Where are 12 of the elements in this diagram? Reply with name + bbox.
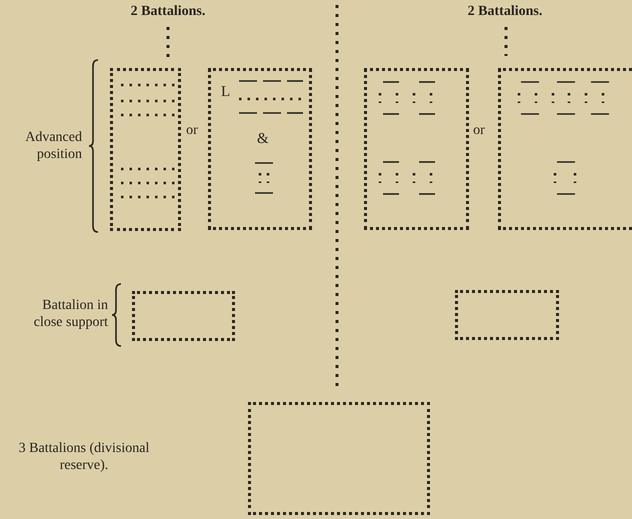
formation-box bbox=[455, 290, 559, 340]
caption-text: 2 Battalions. bbox=[130, 3, 206, 20]
caption-text: or bbox=[472, 122, 486, 139]
formation-box bbox=[248, 402, 430, 515]
formation-mark: L bbox=[221, 84, 230, 101]
caption-text: or bbox=[185, 122, 199, 139]
caption-text: 3 Battalions (divisional reserve). bbox=[18, 440, 150, 474]
caption-text: 2 Battalions. bbox=[466, 3, 544, 20]
formation-mark: & bbox=[257, 131, 269, 148]
formation-box bbox=[132, 291, 235, 341]
caption-text: Advanced position bbox=[24, 129, 82, 163]
caption-text: Battalion in close support bbox=[32, 297, 108, 331]
